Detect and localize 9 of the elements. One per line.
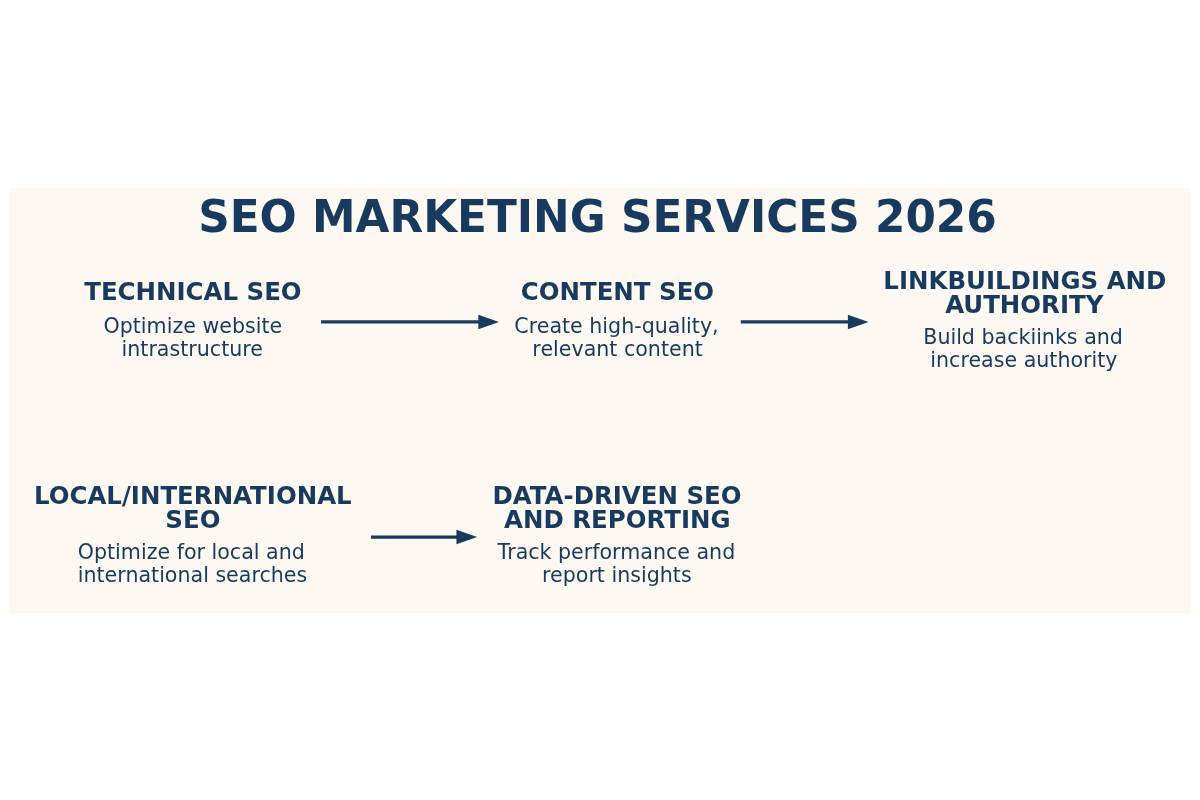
arrow bbox=[321, 314, 499, 329]
arrow bbox=[740, 314, 869, 329]
node-text: LINKBUILDINGS AND AUTHORITY Build backiinks and increase authority bbox=[883, 265, 1167, 372]
node-text: CONTENT SEO Create high-quality, relevant content bbox=[514, 276, 719, 361]
arrow bbox=[371, 529, 478, 544]
node-text: DATA-DRIVEN SEO AND REPORTING Track performance and report insights bbox=[492, 480, 742, 587]
node-text: LOCAL/INTERNATIONAL SEO Optimize for local and international searches bbox=[33, 480, 352, 587]
node-text: TECHNICAL SEO Optimize website intrastructure bbox=[84, 276, 302, 361]
diagram-title: SEO MARKETING SERVICES 2026 bbox=[198, 190, 997, 242]
